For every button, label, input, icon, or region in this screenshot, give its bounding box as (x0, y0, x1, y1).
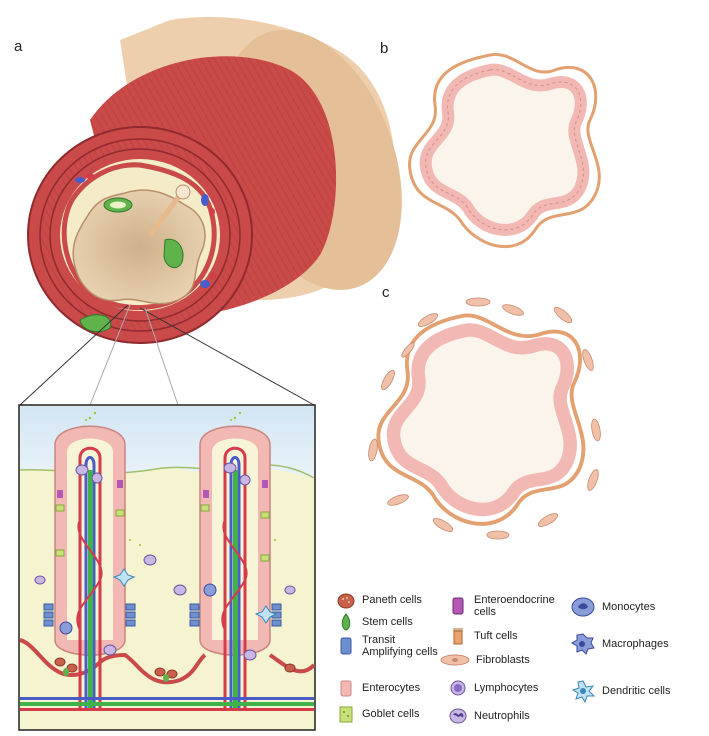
neutrophil-icon (449, 708, 467, 724)
legend-item-enteroendocrine: Enteroendocrine cells (448, 594, 558, 618)
panel-label-b: b (380, 40, 389, 57)
organoid-b (408, 52, 601, 249)
enterocyte-icon (340, 680, 352, 697)
paneth-cell-icon (337, 593, 355, 609)
tuft-cell-icon (453, 628, 463, 645)
legend-item-tuft: Tuft cells (448, 626, 558, 646)
legend-label: Monocytes (602, 601, 656, 613)
goblet-cell-icon (339, 706, 353, 723)
legend-item-lymphocyte: Lymphocytes (448, 678, 558, 698)
legend-label: Fibroblasts (476, 654, 530, 666)
legend-label: Goblet cells (362, 708, 420, 720)
stem-cell-icon (341, 613, 351, 631)
legend-item-transit: Transit Amplifying cells (336, 634, 446, 658)
dendritic-cell-icon (571, 680, 596, 704)
legend-item-dendritic: Dendritic cells (570, 678, 700, 704)
panel-label-c: c (382, 284, 390, 301)
legend-label: Macrophages (602, 638, 669, 650)
legend-label: Tuft cells (474, 630, 518, 642)
organoid-c (368, 297, 601, 540)
panel-label-a: a (14, 38, 23, 55)
legend-item-neutrophil: Neutrophils (448, 706, 558, 726)
legend-label: Lymphocytes (474, 682, 539, 694)
legend-label: Enteroendocrine cells (474, 594, 555, 618)
legend-item-macrophage: Macrophages (570, 632, 700, 656)
legend-item-enterocyte: Enterocytes (336, 678, 446, 698)
lymph-node-right (163, 238, 184, 269)
legend-label: Stem cells (362, 616, 413, 628)
transit-cell-icon (340, 637, 352, 655)
intestine-tube (27, 16, 402, 344)
zoom-lines (19, 304, 315, 406)
lumen (72, 189, 206, 305)
legend-item-monocyte: Monocytes (570, 596, 700, 618)
macrophage-icon (571, 633, 595, 655)
legend-item-goblet: Goblet cells (336, 704, 446, 724)
legend-label: Dendritic cells (602, 685, 671, 697)
lymphocyte-icon (450, 680, 466, 696)
legend-label: Paneth cells (362, 594, 422, 606)
legend-label: Transit Amplifying cells (362, 634, 438, 658)
legend-label: Enterocytes (362, 682, 421, 694)
legend-item-paneth: Paneth cells (336, 590, 446, 610)
legend-item-fibroblast: Fibroblasts (440, 650, 560, 670)
legend-label: Neutrophils (474, 710, 530, 722)
monocyte-icon (571, 597, 595, 617)
legend-item-stem: Stem cells (336, 612, 446, 632)
crypt-villus-inset (18, 404, 316, 731)
enteroendocrine-cell-icon (452, 597, 464, 615)
fibroblast-icon (440, 654, 470, 666)
